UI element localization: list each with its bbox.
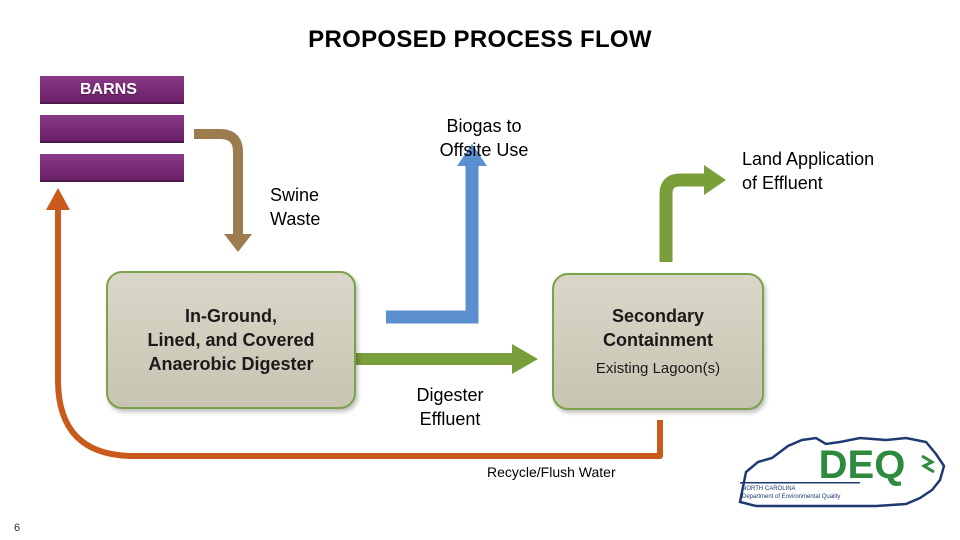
barn-2 bbox=[40, 115, 184, 143]
digester-effluent-label: Digester Effluent bbox=[400, 383, 500, 431]
deq-logo-text: DEQ bbox=[819, 443, 906, 487]
existing-lagoons-label: Existing Lagoon(s) bbox=[595, 359, 721, 377]
swine-waste-line-1: Swine bbox=[270, 185, 320, 205]
logo-dept-text: Department of Environmental Quality bbox=[742, 494, 840, 500]
land-application-line-1: Land Application bbox=[742, 149, 875, 169]
recycle-flush-label: Recycle/Flush Water bbox=[487, 464, 616, 480]
recycle-flush-arrow bbox=[46, 188, 663, 459]
page-number: 6 bbox=[14, 522, 21, 534]
digester-effluent-line-2: Effluent bbox=[419, 409, 481, 429]
digester-box: In-Ground, Lined, and Covered Anaerobic … bbox=[106, 271, 356, 409]
barn-1: BARNS bbox=[40, 76, 184, 104]
digester-effluent-line-1: Digester bbox=[416, 385, 484, 405]
biogas-line-2: Offsite Use bbox=[439, 140, 529, 160]
land-application-line-2: of Effluent bbox=[742, 173, 823, 193]
barn-3 bbox=[40, 154, 184, 182]
page-title: PROPOSED PROCESS FLOW bbox=[308, 26, 652, 53]
biogas-label: Biogas to Offsite Use bbox=[404, 114, 564, 162]
swine-waste-arrow bbox=[194, 129, 252, 252]
logo-rule bbox=[740, 482, 860, 484]
deq-logo: DEQ NORTH CAROLINA Department of Environ… bbox=[738, 436, 946, 508]
barns-label: BARNS bbox=[80, 81, 137, 98]
swine-waste-line-2: Waste bbox=[270, 209, 321, 229]
digester-effluent-arrow bbox=[356, 344, 538, 374]
land-application-label: Land Application of Effluent bbox=[742, 147, 874, 195]
secondary-line-1: Secondary bbox=[611, 305, 705, 326]
land-application-arrow bbox=[659, 165, 726, 262]
logo-state-text: NORTH CAROLINA bbox=[742, 486, 796, 492]
biogas-arrow bbox=[386, 144, 487, 324]
logo-wave-icon bbox=[920, 454, 936, 474]
swine-waste-label: Swine Waste bbox=[270, 183, 320, 231]
nc-state-outline bbox=[738, 436, 946, 508]
digester-line-3: Anaerobic Digester bbox=[148, 354, 314, 374]
secondary-line-2: Containment bbox=[603, 329, 713, 350]
digester-line-1: In-Ground, bbox=[185, 306, 277, 326]
biogas-line-1: Biogas to bbox=[446, 116, 522, 136]
secondary-containment-box: Secondary Containment Existing Lagoon(s) bbox=[552, 273, 764, 410]
digester-line-2: Lined, and Covered bbox=[147, 330, 315, 350]
